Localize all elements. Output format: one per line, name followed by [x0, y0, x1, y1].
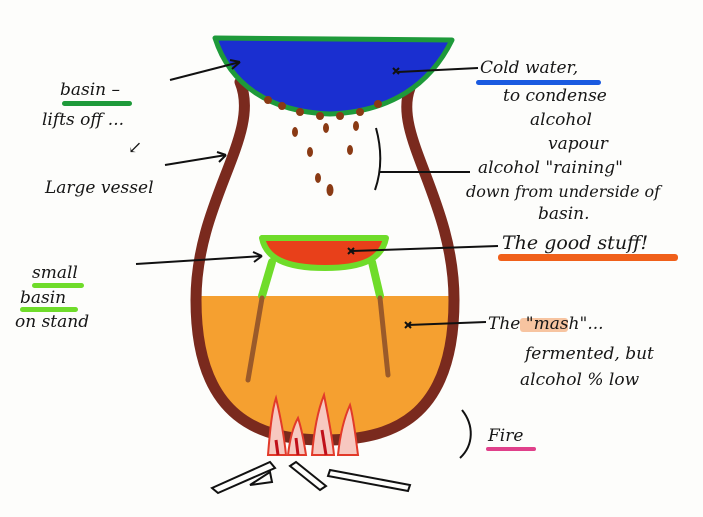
label-down-from: down from underside of — [466, 182, 661, 201]
fire-icon — [266, 391, 360, 456]
label-alcohol: alcohol — [530, 110, 592, 130]
label-raining: alcohol "raining" — [478, 158, 623, 178]
small-basin — [259, 235, 389, 271]
mash-liquid — [197, 296, 453, 440]
label-vapour: vapour — [548, 134, 608, 154]
pointer-lines — [135, 59, 499, 459]
label-lifts-off: lifts off ... — [42, 110, 125, 130]
label-cold-water: Cold water, — [480, 58, 579, 78]
small-basin-underline — [20, 307, 78, 312]
label-fermented: fermented, but — [525, 344, 654, 364]
alcohol-droplets — [264, 96, 382, 196]
small-underline — [32, 283, 84, 288]
mash-highlight — [520, 318, 568, 332]
label-mash: The "mash"... — [488, 314, 604, 334]
label-basin: basin – — [60, 80, 121, 100]
label-basin-end: basin. — [538, 204, 590, 224]
top-basin-cold-water — [212, 35, 455, 117]
label-small-basin: basin — [20, 288, 67, 308]
label-fire: Fire — [488, 426, 524, 446]
firewood-logs — [210, 460, 412, 495]
label-large-vessel: Large vessel — [45, 178, 154, 198]
good-stuff-underline — [498, 254, 678, 261]
small-basin-stand — [245, 258, 391, 383]
label-lifts-arrow: ↙ — [128, 138, 143, 158]
label-good-stuff: The good stuff! — [502, 232, 649, 254]
basin-underline — [62, 101, 132, 106]
label-small: small — [32, 263, 78, 283]
label-on-stand: on stand — [15, 312, 90, 332]
fire-underline — [486, 447, 536, 451]
cold-water-underline — [476, 80, 601, 85]
label-to-condense: to condense — [503, 86, 607, 106]
label-alcohol-low: alcohol % low — [520, 370, 640, 390]
